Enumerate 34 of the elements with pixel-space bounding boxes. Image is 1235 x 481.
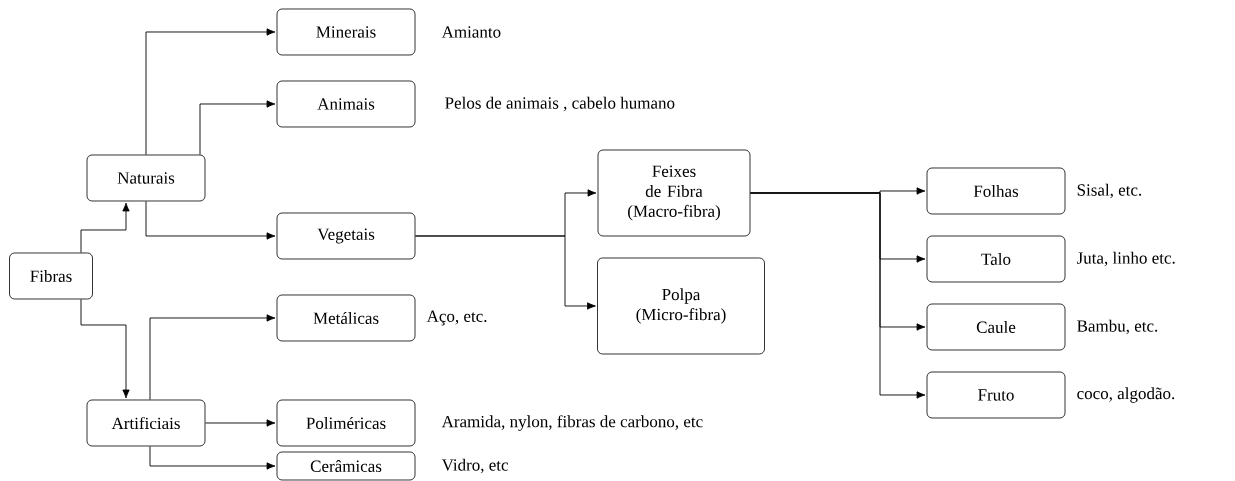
- process-box: Fruto: [926, 371, 1066, 419]
- process-box: Naturais: [86, 154, 206, 202]
- note-text: Juta, linho etc.: [1076, 251, 1175, 267]
- note-text: Aço, etc.: [426, 310, 487, 326]
- process-box: Metálicas: [276, 294, 416, 342]
- note-text: Vidro, etc: [441, 458, 509, 474]
- process-box: Feixes de Fibra (Macro-fibra): [597, 149, 751, 237]
- process-box: Vegetais: [276, 212, 416, 260]
- process-box: Fibras: [9, 252, 93, 300]
- arrow: [145, 200, 276, 240]
- process-box: Minerais: [276, 8, 416, 56]
- arrow: [149, 445, 276, 470]
- arrow: [414, 235, 596, 310]
- process-box: Poliméricas: [276, 399, 416, 447]
- process-box: Animais: [276, 80, 416, 128]
- note-text: Bambu, etc.: [1077, 319, 1158, 335]
- arrow: [145, 28, 276, 156]
- note-text: coco, algodão.: [1077, 387, 1175, 403]
- process-box: Folhas: [926, 167, 1066, 215]
- note-text: Aramida, nylon, fibras de carbono, etc: [441, 415, 703, 431]
- process-box: Polpa (Micro-fibra): [597, 257, 765, 355]
- process-box: Caule: [926, 303, 1066, 351]
- note-text: Amianto: [441, 26, 501, 38]
- arrow: [199, 100, 276, 156]
- arrow: [80, 202, 130, 254]
- arrow: [204, 419, 276, 427]
- note-text: Pelos de animais , cabelo humano: [445, 96, 675, 112]
- note-text: Sisal, etc.: [1077, 183, 1142, 199]
- process-box: Talo: [926, 235, 1066, 283]
- arrow: [80, 298, 130, 399]
- process-box: Cerâmicas: [276, 451, 416, 481]
- arrow: [749, 192, 926, 399]
- process-box: Artificiais: [86, 399, 206, 447]
- arrow: [149, 314, 276, 401]
